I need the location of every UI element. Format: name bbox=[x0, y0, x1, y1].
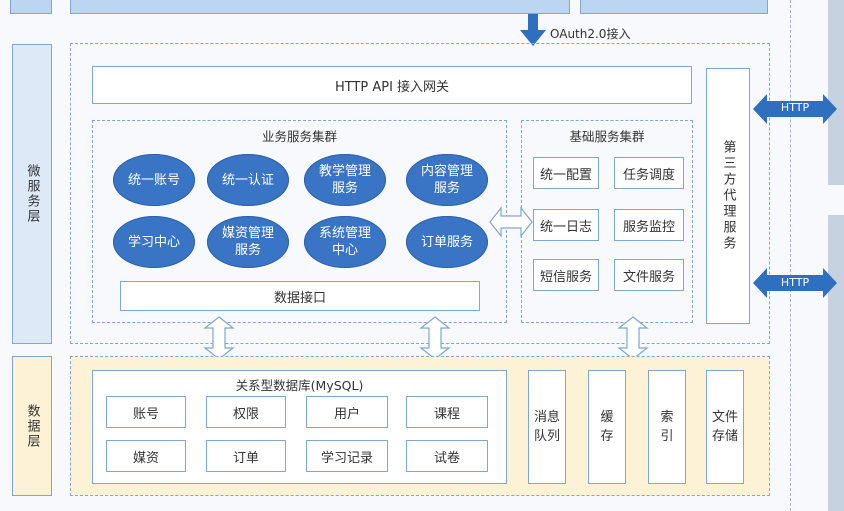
http-arrow-bottom-icon bbox=[753, 268, 837, 298]
base-unified-config: 统一配置 bbox=[533, 157, 599, 189]
table-account: 账号 bbox=[106, 396, 186, 428]
http-label-bottom: HTTP bbox=[780, 276, 810, 289]
base-service-monitor: 服务监控 bbox=[614, 209, 684, 241]
service-content-mgmt: 内容管理 服务 bbox=[406, 154, 488, 206]
outer-dash-line bbox=[790, 0, 791, 511]
double-arrow-vertical-icon-3 bbox=[617, 316, 649, 360]
right-edge-panel-top bbox=[828, 0, 844, 185]
service-media-mgmt: 媒资管理 服务 bbox=[207, 216, 289, 268]
table-course: 课程 bbox=[406, 396, 488, 428]
data-layer-side-label: 数据层 bbox=[12, 356, 52, 496]
third-party-proxy: 第三方代理服务 bbox=[706, 68, 750, 324]
http-arrow-top-icon bbox=[753, 94, 837, 124]
service-learning-center: 学习中心 bbox=[113, 216, 195, 268]
table-permission: 权限 bbox=[206, 396, 286, 428]
upper-layer-band bbox=[70, 0, 570, 14]
service-system-mgmt: 系统管理 中心 bbox=[304, 216, 386, 268]
table-learning-record: 学习记录 bbox=[306, 440, 388, 472]
down-arrow-icon bbox=[520, 14, 546, 46]
upper-layer-right-box bbox=[580, 0, 768, 14]
store-file-storage: 文件 存储 bbox=[706, 370, 744, 484]
table-media: 媒资 bbox=[106, 440, 186, 472]
micro-layer-side-label: 微服务层 bbox=[12, 44, 52, 344]
service-teaching-mgmt: 教学管理 服务 bbox=[304, 154, 386, 206]
service-unified-account: 统一账号 bbox=[113, 154, 195, 206]
right-edge-panel-bottom bbox=[828, 215, 844, 511]
base-file-service: 文件服务 bbox=[614, 259, 684, 291]
double-arrow-horizontal-icon bbox=[489, 206, 533, 238]
base-cluster-title: 基础服务集群 bbox=[569, 129, 645, 144]
api-gateway: HTTP API 接入网关 bbox=[92, 66, 692, 104]
double-arrow-vertical-icon-1 bbox=[203, 316, 235, 360]
service-unified-auth: 统一认证 bbox=[207, 154, 289, 206]
base-task-scheduling: 任务调度 bbox=[614, 157, 684, 189]
base-unified-log: 统一日志 bbox=[533, 209, 599, 241]
oauth-label: OAuth2.0接入 bbox=[550, 27, 631, 41]
store-message-queue: 消息 队列 bbox=[528, 370, 566, 484]
store-cache: 缓 存 bbox=[588, 370, 626, 484]
store-index: 索 引 bbox=[648, 370, 686, 484]
table-order: 订单 bbox=[206, 440, 286, 472]
table-user: 用户 bbox=[306, 396, 388, 428]
upper-layer-left-box bbox=[10, 0, 52, 14]
biz-cluster-title: 业务服务集群 bbox=[261, 129, 337, 144]
double-arrow-vertical-icon-2 bbox=[419, 316, 451, 360]
mysql-title: 关系型数据库(MySQL) bbox=[235, 378, 364, 393]
service-order: 订单服务 bbox=[406, 216, 488, 268]
table-exam: 试卷 bbox=[406, 440, 488, 472]
micro-layer-container bbox=[70, 43, 770, 344]
http-label-top: HTTP bbox=[780, 101, 810, 114]
data-interface: 数据接口 bbox=[120, 281, 480, 311]
base-sms-service: 短信服务 bbox=[533, 259, 599, 291]
